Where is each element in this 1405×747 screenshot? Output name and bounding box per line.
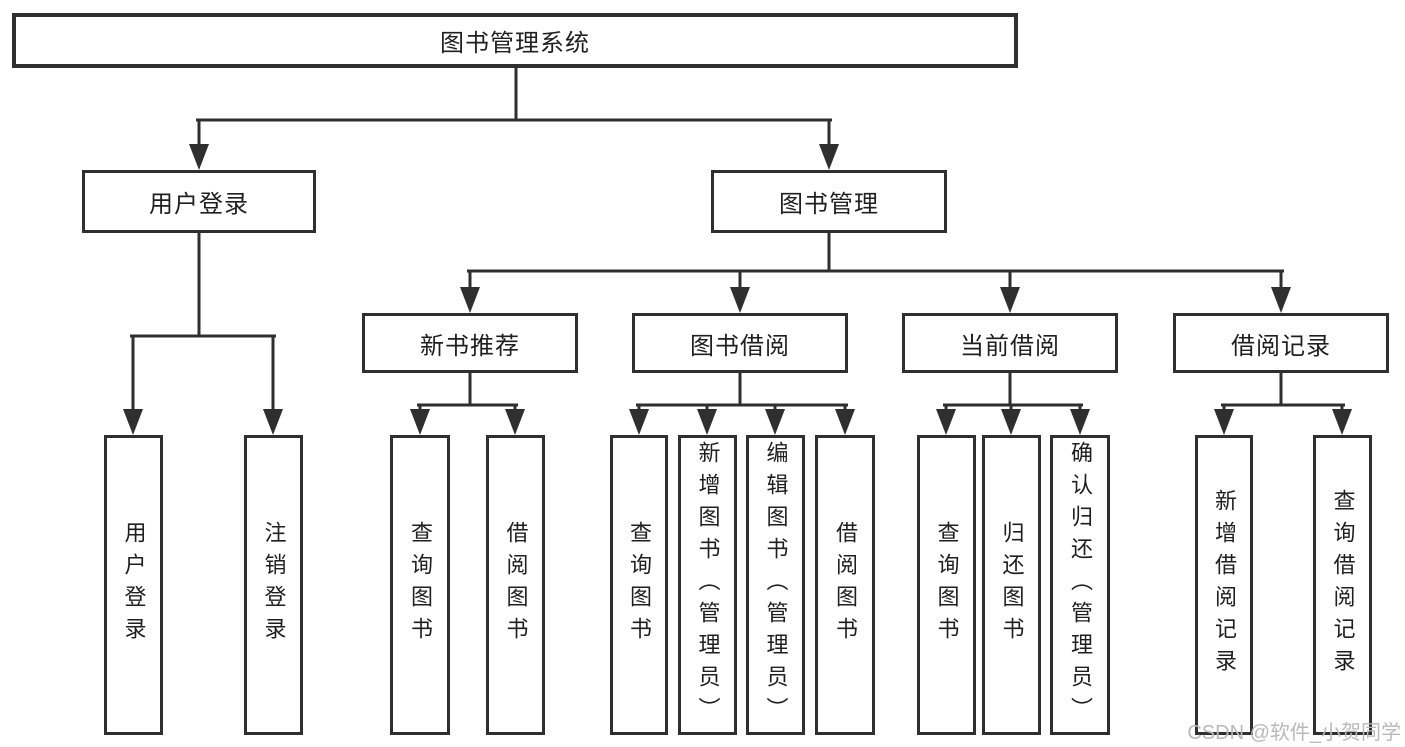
node-label: 查询图书 [934, 521, 960, 649]
leaf-borrow-books-recommendation: 借阅图书 [486, 435, 545, 735]
leaf-logout: 注销登录 [244, 435, 303, 735]
node-current-borrowing: 当前借阅 [902, 313, 1118, 373]
node-label: 确认归还（管理员） [1068, 441, 1093, 729]
node-label: 用户登录 [121, 521, 147, 649]
node-label: 图书借阅 [690, 332, 790, 360]
node-label: 图书管理 [779, 191, 879, 218]
connector-user-login-to-leaves [130, 231, 276, 413]
leaf-add-books-admin: 新增图书（管理员） [678, 435, 737, 735]
connector-root-to-level2 [196, 66, 832, 148]
node-label: 新增图书（管理员） [695, 441, 721, 729]
leaf-add-borrow-record: 新增借阅记录 [1195, 435, 1253, 735]
node-label: 编辑图书（管理员） [763, 441, 789, 729]
node-library-management-system: 图书管理系统 [12, 13, 1018, 68]
leaf-return-books: 归还图书 [982, 435, 1041, 735]
node-label: 查询图书 [408, 521, 433, 649]
node-label: 图书管理系统 [440, 30, 590, 57]
node-label: 借阅图书 [833, 521, 858, 649]
node-label: 归还图书 [999, 521, 1025, 649]
leaf-confirm-return-admin: 确认归还（管理员） [1050, 435, 1110, 735]
node-label: 注销登录 [261, 521, 287, 649]
connector-current-borrow-to-leaves [943, 371, 1083, 413]
node-label: 借阅记录 [1231, 332, 1331, 360]
node-book-borrowing: 图书借阅 [632, 313, 848, 373]
node-label: 查询图书 [627, 521, 652, 649]
node-label: 新书推荐 [420, 332, 520, 360]
node-user-login: 用户登录 [82, 170, 316, 233]
leaf-query-borrow-record: 查询借阅记录 [1313, 435, 1372, 735]
node-label: 查询借阅记录 [1330, 489, 1356, 681]
node-new-book-recommendation: 新书推荐 [362, 313, 578, 373]
leaf-query-books-recommendation: 查询图书 [390, 435, 450, 735]
node-borrowing-records: 借阅记录 [1173, 313, 1389, 373]
connector-borrow-records-to-leaves [1221, 371, 1345, 413]
leaf-edit-books-admin: 编辑图书（管理员） [746, 435, 805, 735]
leaf-user-login: 用户登录 [104, 435, 163, 735]
node-label: 用户登录 [149, 191, 249, 218]
node-label: 新增借阅记录 [1212, 489, 1237, 681]
leaf-query-books-borrowing: 查询图书 [610, 435, 668, 735]
leaf-borrow-books: 借阅图书 [815, 435, 875, 735]
node-label: 借阅图书 [503, 521, 529, 649]
csdn-watermark: CSDN @软件_小贺同学 [1187, 722, 1401, 744]
node-book-management: 图书管理 [711, 170, 947, 233]
node-label: 当前借阅 [960, 332, 1060, 360]
leaf-query-books-current: 查询图书 [917, 435, 976, 735]
connector-book-borrow-to-leaves [636, 371, 848, 413]
connector-new-book-rec-to-leaves [417, 371, 518, 413]
connector-book-mgmt-to-level3 [467, 231, 1284, 291]
